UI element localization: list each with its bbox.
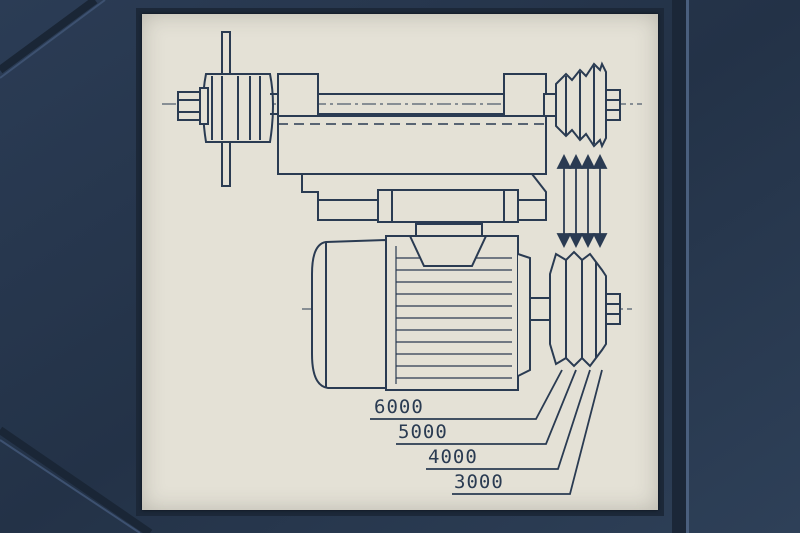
diagram-plate: 6000 5000 4000 3000 <box>142 14 658 510</box>
upper-step-pulley <box>543 61 621 149</box>
electric-motor <box>311 223 551 391</box>
speed-label-6000: 6000 <box>374 396 424 418</box>
belt-arrows <box>556 153 608 249</box>
belt-drive-diagram <box>162 31 642 495</box>
speed-label-3000: 3000 <box>454 471 504 493</box>
motor-step-pulley <box>549 250 621 368</box>
spindle-assembly <box>177 31 552 223</box>
speed-label-4000: 4000 <box>428 446 478 468</box>
speed-leader-lines <box>370 369 603 495</box>
speed-label-5000: 5000 <box>398 421 448 443</box>
